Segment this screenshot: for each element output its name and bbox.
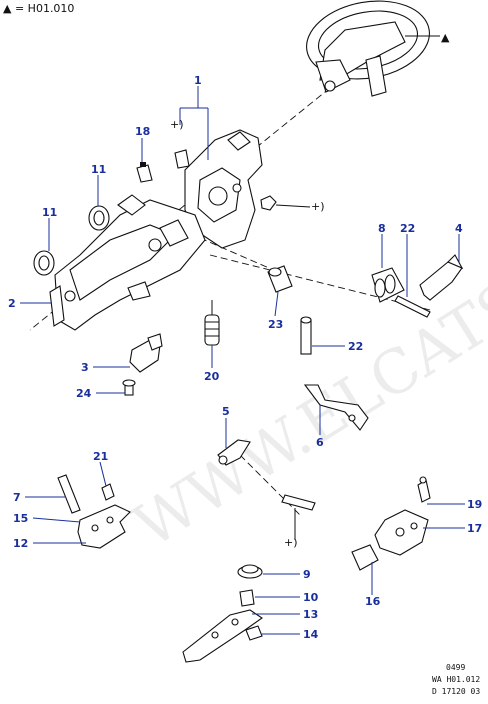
- lever-5: [217, 439, 251, 466]
- triangle-marker: ▲: [441, 31, 450, 44]
- footer-line-3: D 17120 03: [432, 687, 480, 696]
- shaft-axis: [209, 254, 431, 311]
- callout-15: 15: [13, 512, 28, 525]
- callout-5: 5: [222, 405, 230, 418]
- clip-18: [136, 162, 153, 183]
- shaft-22: [394, 295, 431, 318]
- clip-21: [101, 483, 115, 501]
- plate-10: [239, 589, 255, 607]
- callout-13: 13: [303, 608, 318, 621]
- callout-1: 1: [194, 74, 202, 87]
- ref-marker-b: +): [311, 200, 325, 213]
- clip-19: [417, 476, 431, 503]
- nut-14: [245, 625, 263, 641]
- rod-7: [57, 474, 81, 514]
- callout-22a: 22: [400, 222, 415, 235]
- lever-6: [303, 384, 369, 431]
- lever-axis: [239, 454, 301, 516]
- callout-4: 4: [455, 222, 463, 235]
- callout-21: 21: [93, 450, 108, 463]
- callout-19: 19: [467, 498, 482, 511]
- callout-11a: 11: [91, 163, 106, 176]
- spring-20: [204, 300, 220, 346]
- ref-marker-c: +): [284, 536, 298, 549]
- callout-7: 7: [13, 491, 21, 504]
- header-note: ▲ = H01.010: [3, 2, 74, 15]
- bush-upper: [88, 205, 110, 231]
- callout-22b: 22: [348, 340, 363, 353]
- callouts: 1 2 3 4 5 6 7 8 9 10 11 11 12 13 14 15 1…: [8, 74, 482, 641]
- bracket-13: [182, 609, 263, 663]
- rod: [281, 494, 316, 540]
- screw-24: [122, 379, 136, 396]
- column-housing: [49, 194, 206, 331]
- callout-16: 16: [365, 595, 381, 608]
- leader-lines: [20, 86, 465, 635]
- bracket-15-12: [77, 504, 131, 549]
- callout-20: 20: [204, 370, 220, 383]
- pin-22: [300, 316, 312, 355]
- footer-line-1: 0499: [446, 663, 465, 672]
- callout-8: 8: [378, 222, 386, 235]
- ref-marker-a: +): [170, 118, 184, 131]
- footer-line-2: WA H01.012: [432, 675, 480, 684]
- callout-6: 6: [316, 436, 324, 449]
- column-bracket: [174, 129, 263, 249]
- nut: [260, 195, 277, 211]
- callout-9: 9: [303, 568, 311, 581]
- callout-23: 23: [268, 318, 283, 331]
- callout-2: 2: [8, 297, 16, 310]
- bracket-16: [351, 544, 379, 571]
- lock-actuator-8: [371, 267, 405, 303]
- clamp-3: [129, 333, 163, 373]
- switch-17: [374, 509, 429, 556]
- callout-17: 17: [467, 522, 482, 535]
- callout-3: 3: [81, 361, 89, 374]
- bush-lower: [33, 250, 55, 276]
- switch-23: [267, 265, 293, 293]
- callout-11b: 11: [42, 206, 57, 219]
- steering-wheel: [306, 0, 430, 97]
- callout-18: 18: [135, 125, 150, 138]
- footer-codes: 0499 WA H01.012 D 17120 03: [432, 663, 480, 696]
- gear-9: [237, 564, 263, 579]
- callout-10: 10: [303, 591, 319, 604]
- callout-12: 12: [13, 537, 28, 550]
- callout-14: 14: [303, 628, 319, 641]
- callout-24: 24: [76, 387, 92, 400]
